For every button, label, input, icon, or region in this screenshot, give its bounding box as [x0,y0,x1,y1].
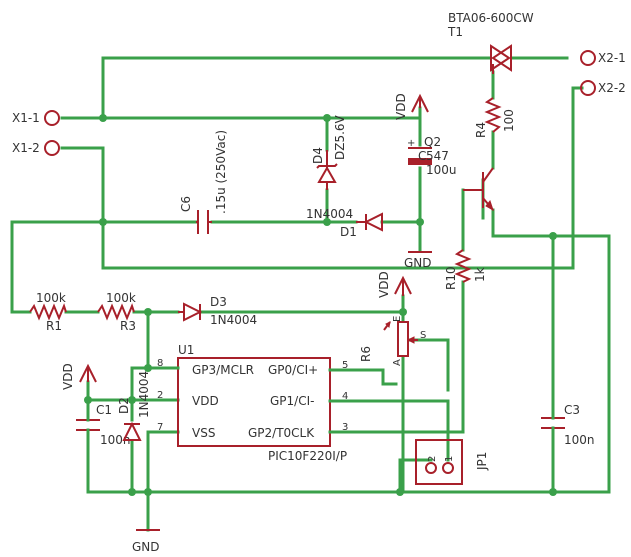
resistor-r10[interactable]: R10 1k [444,249,487,290]
pin-2-label: VDD [192,394,219,408]
pin-4-label: GP1/CI- [270,394,314,408]
pin-8-number: 8 [157,358,163,369]
connector-x2-1-label: X2-1 [598,51,626,65]
triac-t1-name: T1 [447,25,463,39]
diode-d3[interactable]: D3 1N4004 [178,295,257,327]
connector-x1-2[interactable]: X1-2 [12,140,60,156]
resistor-r10-value: 1k [473,267,487,282]
resistor-r4-value: 100 [502,109,516,132]
trimmer-r6[interactable]: R6 E A S [359,316,426,366]
capacitor-c6-value: .15u (250Vac) [214,130,228,214]
trimmer-r6-pin-s: S [420,330,426,341]
capacitor-c6-name: C6 [179,196,193,212]
capacitor-c3-value: 100n [564,433,595,447]
vdd-symbol-left: VDD [61,363,97,390]
ic-u1-value: PIC10F220I/P [268,449,347,463]
zener-d4[interactable]: D4 DZ5.6V [311,114,347,190]
capacitor-c2-name: Q2 [424,135,441,149]
resistor-r1-value: 100k [36,291,66,305]
capacitor-c2[interactable]: + Q2 547 100u C [407,135,457,177]
resistor-r1-name: R1 [46,319,62,333]
svg-text:C: C [418,149,426,163]
trimmer-r6-pin-e: E [392,316,403,322]
diode-d2-value: 1N4004 [137,371,151,418]
ic-u1[interactable]: U1 PIC10F220I/P 8 GP3/MCLR 2 VDD 7 VSS 5… [157,343,348,463]
jumper-jp1-pin1: 1 [444,456,455,462]
pin-7-number: 7 [157,422,163,433]
capacitor-c1-value: 100n [100,433,131,447]
pin-3-number: 3 [342,422,348,433]
trimmer-r6-name: R6 [359,346,373,362]
resistor-r4-name: R4 [474,122,488,138]
vdd-symbol-r6: VDD [377,271,412,298]
connector-x1-1[interactable]: X1-1 [12,110,60,126]
connector-x1-1-label: X1-1 [12,111,40,125]
connector-x1-2-label: X1-2 [12,141,40,155]
zener-d4-name: D4 [311,147,325,164]
capacitor-c1-name: C1 [96,403,112,417]
resistor-r4[interactable]: R4 100 [474,97,516,138]
gnd-symbol-bottom: GND [132,529,160,554]
pin-5-number: 5 [342,360,348,371]
triac-t1-value: BTA06-600CW [448,11,534,25]
diode-d1-value: 1N4004 [306,207,353,221]
trimmer-r6-pin-a: A [392,359,403,366]
pin-2-number: 2 [157,390,163,401]
capacitor-c1[interactable]: C1 100n [76,398,131,447]
capacitor-c2-value2: 100u [426,163,457,177]
vdd-label-left: VDD [61,363,75,390]
capacitor-c2-value: 547 [426,149,449,163]
connector-x2-2[interactable]: X2-2 [580,80,626,96]
pin-7-label: VSS [192,426,215,440]
gnd-symbol-c2: GND [404,251,432,270]
diode-d3-name: D3 [210,295,227,309]
resistor-r3-value: 100k [106,291,136,305]
vdd-label-top: VDD [394,93,408,120]
transistor-q2[interactable] [463,167,494,212]
pin-5-label: GP0/CI+ [268,363,318,377]
svg-text:+: + [407,138,415,149]
pin-8-label: GP3/MCLR [192,363,254,377]
jumper-jp1[interactable]: 2 1 JP1 [415,439,489,485]
capacitor-c6[interactable]: C6 .15u (250Vac) [179,130,228,234]
diode-d1-name: D1 [340,225,357,239]
resistor-r3-name: R3 [120,319,136,333]
zener-d4-value: DZ5.6V [333,114,347,160]
jumper-jp1-name: JP1 [475,452,489,471]
resistor-r3[interactable]: 100k R3 [97,291,136,333]
vdd-symbol-top: VDD [394,93,429,120]
connector-x2-2-label: X2-2 [598,81,626,95]
capacitor-c3-name: C3 [564,403,580,417]
pin-4-number: 4 [342,391,348,402]
jumper-jp1-pin2: 2 [427,456,438,462]
resistor-r10-name: R10 [444,266,458,290]
diode-d2[interactable]: D2 1N4004 [117,371,151,441]
diode-d1[interactable]: 1N4004 D1 [306,207,383,239]
diode-d3-value: 1N4004 [210,313,257,327]
diode-d2-name: D2 [117,397,131,414]
vdd-label-r6: VDD [377,271,391,298]
resistor-r1[interactable]: 100k R1 [29,291,67,333]
triac-t1[interactable]: BTA06-600CW T1 [447,11,534,74]
connector-x2-1[interactable]: X2-1 [580,50,626,66]
pin-3-label: GP2/T0CLK [248,426,315,440]
gnd-label-c2: GND [404,256,432,270]
capacitor-c3[interactable]: C3 100n [541,403,595,447]
ic-u1-name: U1 [178,343,194,357]
wires [10,56,611,532]
junctions [84,114,557,496]
gnd-label-bottom: GND [132,540,160,554]
